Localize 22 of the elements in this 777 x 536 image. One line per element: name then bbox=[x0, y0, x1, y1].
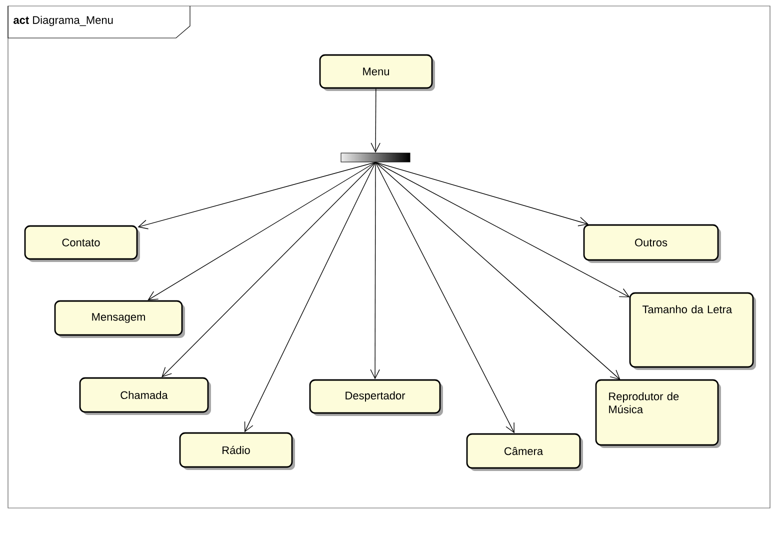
action-box: Tamanho da Letra bbox=[629, 292, 756, 370]
fork-bar bbox=[340, 152, 410, 162]
action-box: Chamada bbox=[79, 377, 211, 415]
diagram-title: act Diagrama_Menu bbox=[14, 16, 113, 26]
action-box: Contato bbox=[24, 225, 140, 262]
action-box: Reprodutor de Música bbox=[595, 379, 721, 448]
arrow bbox=[244, 162, 376, 432]
action-box: Mensagem bbox=[54, 300, 185, 338]
arrow bbox=[162, 162, 376, 378]
arrow bbox=[138, 162, 376, 230]
arrow bbox=[370, 88, 380, 153]
action-box: Despertador bbox=[309, 379, 443, 416]
arrow bbox=[375, 162, 620, 380]
action-box: Rádio bbox=[179, 432, 295, 470]
action-box: Outros bbox=[583, 224, 721, 263]
action-box: Câmera bbox=[466, 433, 583, 471]
arrow bbox=[370, 162, 380, 380]
arrow bbox=[148, 162, 376, 300]
arrow bbox=[375, 162, 630, 298]
arrow bbox=[375, 162, 589, 226]
action-box: Menu bbox=[319, 54, 435, 91]
arrow bbox=[375, 162, 514, 434]
